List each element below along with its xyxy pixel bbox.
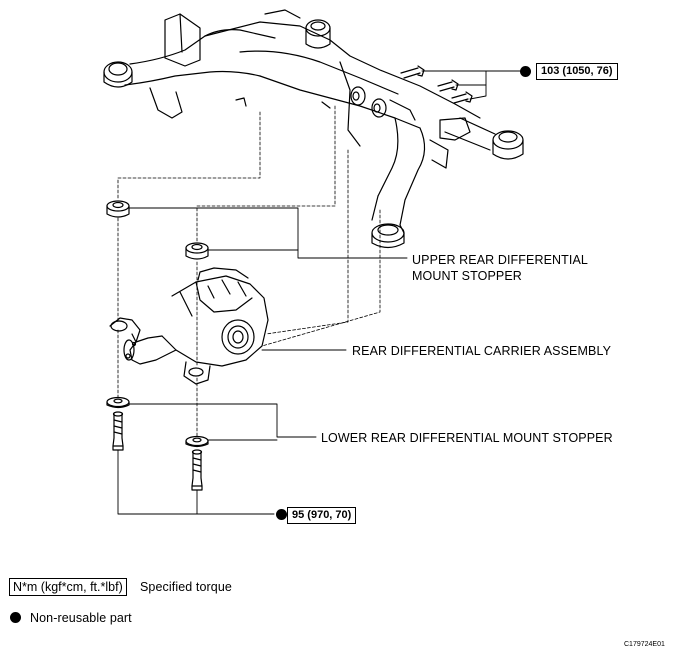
lower-mount-bolt-left: [112, 411, 124, 451]
lower-mount-bolt-center: [191, 449, 203, 491]
lower-mount-stopper-left: [106, 396, 130, 409]
leader-lines: [117, 70, 521, 515]
upper-mount-bolts: [400, 65, 473, 104]
non-reusable-marker-icon: [520, 66, 531, 77]
lower-stopper-label: LOWER REAR DIFFERENTIAL MOUNT STOPPER: [321, 431, 613, 445]
rear-differential-carrier-illustration: [109, 267, 269, 385]
upper-mount-stopper-center: [185, 242, 209, 260]
upper-stopper-label-line2: MOUNT STOPPER: [412, 269, 522, 283]
figure-code: C179724E01: [624, 641, 665, 648]
lower-bolts-torque-label: 95 (970, 70): [287, 507, 357, 524]
torque-unit-legend-desc: Specified torque: [140, 580, 232, 594]
carrier-assembly-label: REAR DIFFERENTIAL CARRIER ASSEMBLY: [352, 344, 612, 358]
upper-stopper-label-line1: UPPER REAR DIFFERENTIAL: [412, 253, 588, 267]
non-reusable-legend-desc: Non-reusable part: [30, 611, 132, 625]
assembly-centerlines: [117, 105, 381, 437]
non-reusable-marker-icon: [276, 509, 287, 520]
upper-mount-stopper-left: [106, 200, 130, 218]
upper-bolts-torque-label: 103 (1050, 76): [536, 63, 618, 80]
suspension-member-illustration: [103, 9, 524, 249]
lower-mount-stopper-center: [185, 435, 209, 448]
torque-unit-legend-box: N*m (kgf*cm, ft.*lbf): [9, 578, 127, 596]
non-reusable-legend-icon: [10, 612, 21, 623]
